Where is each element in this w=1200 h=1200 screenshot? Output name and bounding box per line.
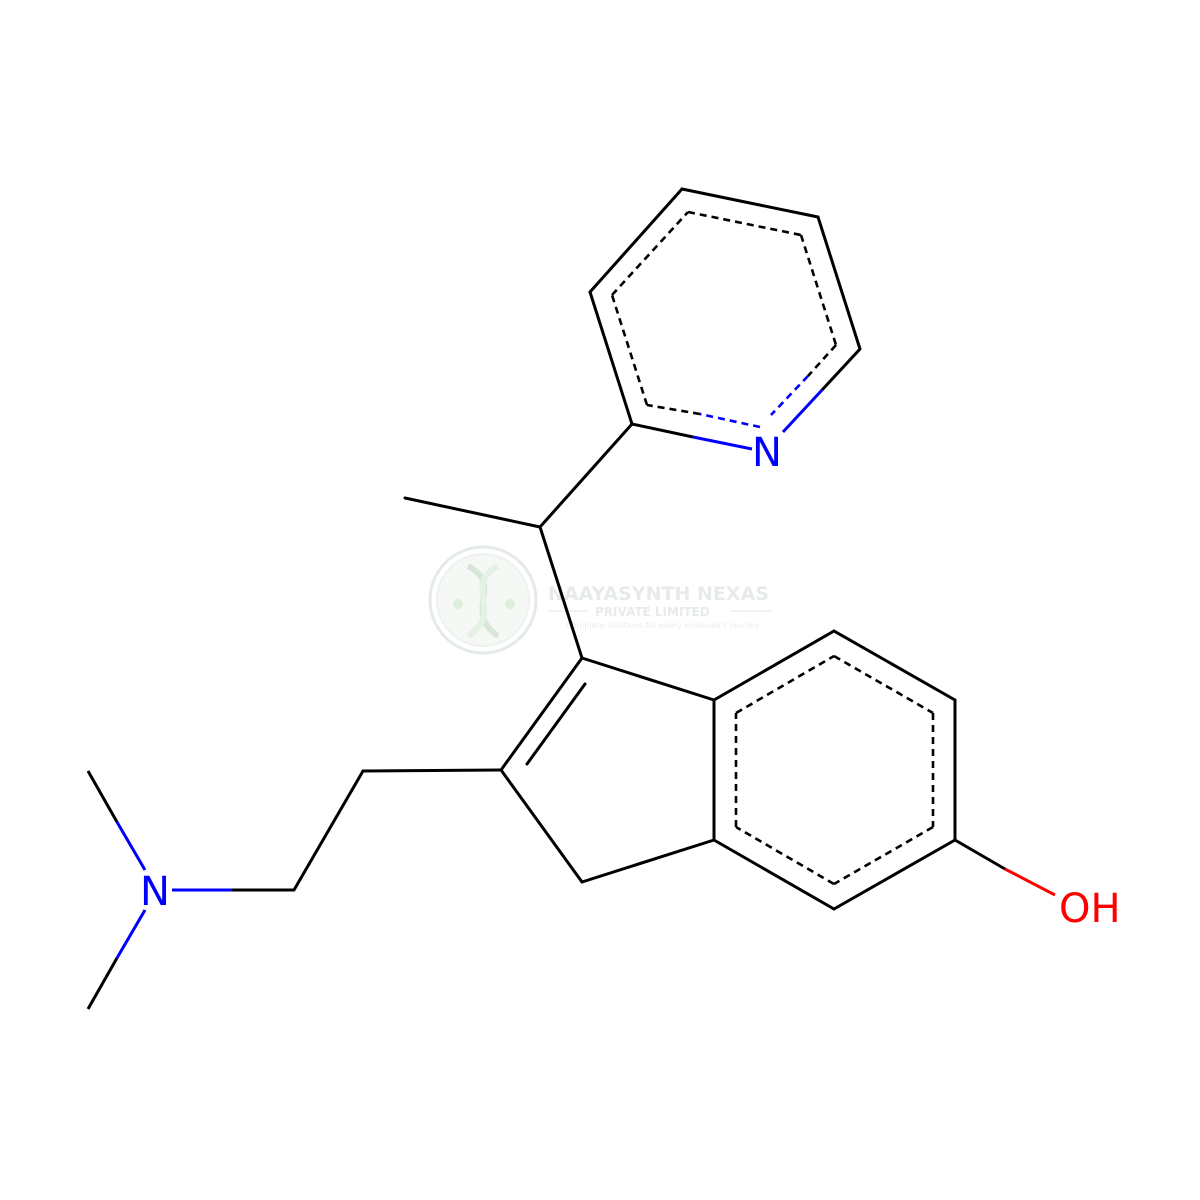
aromatic-pyr-1 xyxy=(610,294,649,406)
bond-c2-c1 xyxy=(499,768,584,884)
bond-ch-methyl xyxy=(403,496,542,529)
indene-five-ring xyxy=(499,656,716,884)
bond-c3-c2 xyxy=(499,656,584,772)
benzene-ring xyxy=(712,629,957,911)
watermark-tagline: Complete solutions for every molecule's … xyxy=(566,621,760,630)
aromatic-pyr-6-blue xyxy=(699,412,761,429)
ethylidene-linker xyxy=(403,422,634,660)
bond-bz-1 xyxy=(712,629,836,702)
watermark: NAAYASYNTH NEXAS PRIVATE LIMITED Complet… xyxy=(428,545,772,655)
bond-bz-2 xyxy=(832,629,957,702)
bond-pyr-c5-n-blue xyxy=(781,388,824,434)
bond-pyr-c4-c5 xyxy=(816,215,862,351)
bond-c3-c3a xyxy=(580,656,716,702)
aromatic-bz-2 xyxy=(833,654,934,715)
pyridine-ring xyxy=(588,187,862,451)
bond-ch2a-ch2b xyxy=(292,769,365,892)
aromatic-pyr-4 xyxy=(799,234,838,346)
bond-pyr-n-c1-blue xyxy=(692,435,753,451)
bond-pyr-c1-c2 xyxy=(588,290,634,426)
bond-pyr-n-c1 xyxy=(631,422,694,439)
bond-n-me2 xyxy=(86,957,119,1010)
watermark-company-name: NAAYASYNTH NEXAS xyxy=(548,583,769,605)
aromatic-bz-5 xyxy=(735,825,835,886)
aromatic-pyr-5-blue xyxy=(770,375,809,416)
watermark-company-type: PRIVATE LIMITED xyxy=(595,605,710,619)
bond-bz-5 xyxy=(712,838,836,911)
bond-n-me2-blue xyxy=(115,909,147,959)
bond-ch-indene xyxy=(538,525,584,660)
bond-c-o-red xyxy=(1004,867,1056,897)
bond-c1-c7a xyxy=(580,838,716,884)
bond-pyr-c5-n xyxy=(820,347,862,392)
aromatic-bz-4 xyxy=(833,825,934,886)
bond-n-me1 xyxy=(86,770,119,823)
aromatic-pyr-6 xyxy=(646,403,701,416)
bond-c2-ch2a xyxy=(361,768,503,773)
bond-c1-ch xyxy=(538,422,634,529)
dna-helix-icon xyxy=(428,545,538,655)
hydroxyl-group: OH xyxy=(954,838,1121,932)
bond-n-me1-blue xyxy=(115,821,147,871)
bond-bz-4 xyxy=(832,838,957,911)
atom-hydroxyl-label: OH xyxy=(1059,886,1121,932)
atom-amine-nitrogen: N xyxy=(140,869,170,915)
bond-pyr-c2-c3 xyxy=(588,187,684,294)
bond-pyr-c3-c4 xyxy=(680,187,820,219)
bond-c-o xyxy=(954,838,1006,871)
aromatic-bz-1 xyxy=(735,654,835,715)
aromatic-pyr-2 xyxy=(611,211,689,296)
bond-c3-c2-double xyxy=(525,682,587,766)
dimethylaminoethyl-chain: N xyxy=(86,768,503,1010)
atom-pyridine-nitrogen: N xyxy=(752,430,782,476)
aromatic-pyr-3 xyxy=(687,210,802,237)
aromatic-pyr-5 xyxy=(807,344,837,377)
